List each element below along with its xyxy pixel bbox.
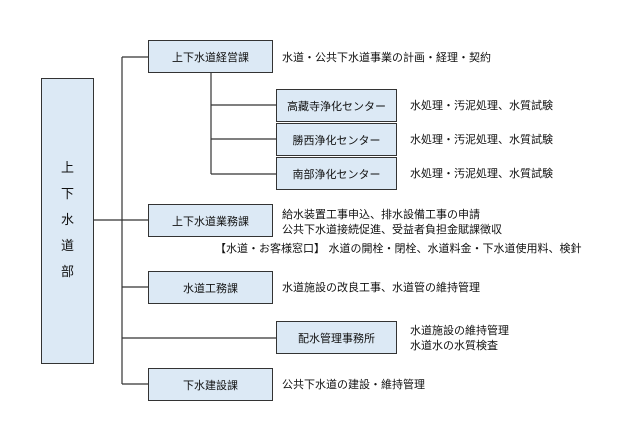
desc-line: 水道水の水質検査: [410, 339, 498, 352]
node-nanbu-label: 南部浄化センター: [292, 167, 381, 181]
node-haisui-desc: 水道施設の維持管理 水道水の水質検査: [410, 323, 509, 353]
node-shosai-desc: 水処理・汚泥処理、水質試験: [410, 132, 553, 147]
desc-line: 水道施設の改良工事、水道管の維持管理: [282, 281, 480, 294]
node-gesui-desc: 公共下水道の建設・維持管理: [282, 377, 425, 392]
node-gesui-label: 下水建設課: [183, 378, 238, 392]
node-keiei: 上下水道経営課: [148, 40, 273, 73]
root-box-jouge-suidoubu: 上 下 水 道 部: [41, 78, 94, 364]
note-line: 【水道・お客様窓口】 水道の開栓・閉栓、水道料金・下水道使用料、検針: [215, 242, 582, 255]
desc-line: 水処理・汚泥処理、水質試験: [410, 99, 553, 112]
root-char: 道: [60, 239, 74, 254]
node-shosai-label: 勝西浄化センター: [292, 133, 381, 147]
desc-line: 公共下水道接続促進、受益者負担金賦課徴収: [282, 223, 502, 236]
desc-line: 水処理・汚泥処理、水質試験: [410, 167, 553, 180]
desc-line: 給水装置工事申込、排水設備工事の申請: [282, 208, 480, 221]
node-nanbu-desc: 水処理・汚泥処理、水質試験: [410, 166, 553, 181]
node-haisui: 配水管理事務所: [276, 321, 397, 354]
node-gyomu: 上下水道業務課: [148, 204, 273, 237]
node-takakura: 高藏寺浄化センター: [276, 89, 397, 122]
node-gyomu-desc: 給水装置工事申込、排水設備工事の申請 公共下水道接続促進、受益者負担金賦課徴収: [282, 207, 502, 237]
node-nanbu: 南部浄化センター: [276, 157, 397, 190]
desc-line: 水道施設の維持管理: [410, 324, 509, 337]
node-keiei-label: 上下水道経営課: [172, 50, 249, 64]
node-gyomu-note: 【水道・お客様窓口】 水道の開栓・閉栓、水道料金・下水道使用料、検針: [215, 241, 582, 256]
root-char: 水: [60, 213, 74, 228]
node-haisui-label: 配水管理事務所: [298, 331, 375, 345]
desc-line: 公共下水道の建設・維持管理: [282, 378, 425, 391]
root-char: 上: [60, 161, 74, 176]
node-koumu-label: 水道工務課: [183, 281, 238, 295]
root-char: 下: [60, 187, 74, 202]
node-gyomu-label: 上下水道業務課: [172, 214, 249, 228]
root-char: 部: [60, 265, 74, 280]
node-gesui: 下水建設課: [148, 368, 273, 401]
node-koumu: 水道工務課: [148, 271, 273, 304]
node-shosai: 勝西浄化センター: [276, 123, 397, 156]
node-takakura-desc: 水処理・汚泥処理、水質試験: [410, 98, 553, 113]
node-takakura-label: 高藏寺浄化センター: [287, 99, 386, 113]
desc-line: 水処理・汚泥処理、水質試験: [410, 133, 553, 146]
desc-line: 水道・公共下水道事業の計画・経理・契約: [282, 51, 491, 64]
node-koumu-desc: 水道施設の改良工事、水道管の維持管理: [282, 280, 480, 295]
node-keiei-desc: 水道・公共下水道事業の計画・経理・契約: [282, 50, 491, 65]
